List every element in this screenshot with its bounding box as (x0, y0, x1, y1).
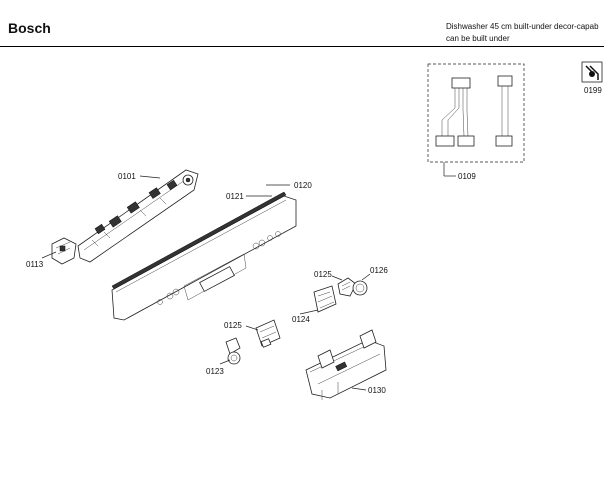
leader-0113 (41, 251, 57, 259)
leader-0130 (351, 387, 367, 391)
part-label-0123: 0123 (206, 367, 224, 376)
part-label-0113: 0113 (26, 260, 44, 269)
description-line-1: Dishwasher 45 cm built-under decor-capab (446, 22, 599, 31)
leader-0125-upper (331, 275, 343, 281)
brand-title: Bosch (8, 20, 51, 36)
part-label-0125-upper: 0125 (314, 270, 332, 279)
button-block-0124[interactable] (313, 285, 337, 313)
part-label-0120: 0120 (294, 181, 312, 190)
part-label-0124: 0124 (292, 315, 310, 324)
housing-0130[interactable] (305, 329, 387, 400)
part-label-0101: 0101 (118, 172, 136, 181)
harness-set-box-0109[interactable] (427, 63, 525, 163)
electronic-module-0101[interactable] (77, 169, 199, 263)
description-line-2: can be built under (446, 34, 510, 43)
trim-strip-0121[interactable] (111, 191, 287, 290)
appliance-description: Dishwasher 45 cm built-under decor-capab… (446, 21, 599, 45)
fascia-panel-0120[interactable] (111, 195, 297, 321)
leader-0126 (361, 273, 371, 281)
part-label-0199: 0199 (584, 86, 602, 95)
part-label-0126: 0126 (370, 266, 388, 275)
knob-0126[interactable] (352, 280, 368, 296)
part-label-0130: 0130 (368, 386, 386, 395)
part-label-0125-lower: 0125 (224, 321, 242, 330)
leader-0124 (299, 309, 319, 315)
service-manual-icon-0199[interactable] (581, 61, 603, 83)
button-0125-lower[interactable] (255, 319, 281, 348)
leader-0101 (139, 175, 161, 179)
header-rule (0, 46, 604, 47)
leader-0125-lower (245, 325, 259, 331)
part-label-0121: 0121 (226, 192, 244, 201)
part-0113[interactable] (51, 237, 77, 265)
leader-0123 (219, 359, 231, 365)
cable-harness-0109 (435, 75, 513, 147)
knob-0123[interactable] (225, 337, 241, 365)
part-label-0109: 0109 (458, 172, 476, 181)
